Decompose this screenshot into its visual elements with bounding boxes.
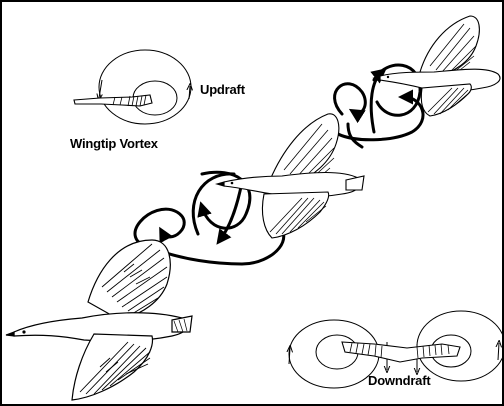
wingtip-vortex-label: Wingtip Vortex [70, 136, 158, 151]
goose-middle [217, 114, 364, 238]
downdraft-label: Downdraft [368, 373, 430, 388]
updraft-label: Updraft [200, 82, 245, 97]
goose-lower-left [6, 240, 192, 400]
wingtip-vortex-inset [74, 50, 191, 124]
